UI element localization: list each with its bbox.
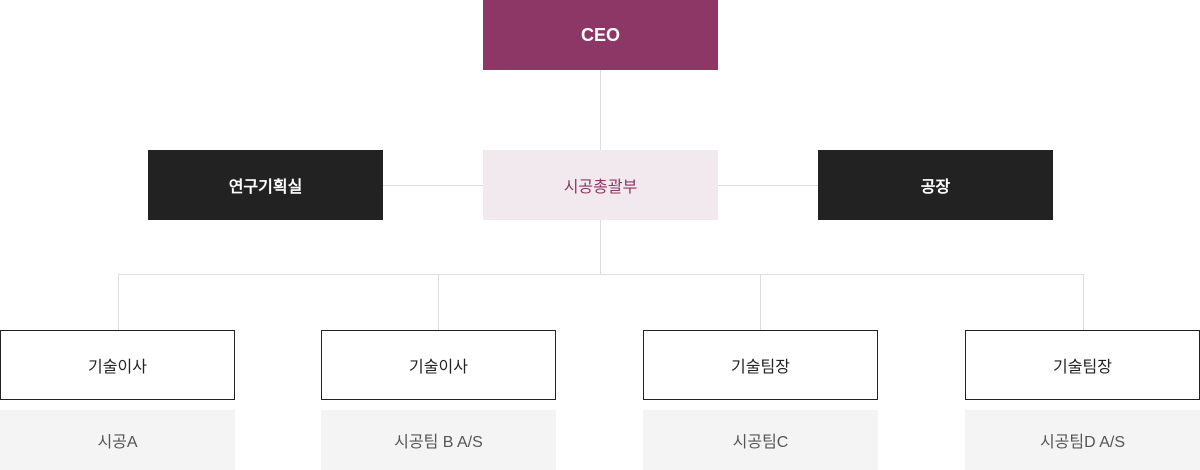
connector-line [383, 185, 483, 186]
team-node: 시공팀C [643, 410, 878, 470]
factory-node: 공장 [818, 150, 1053, 220]
role-node: 기술팀장 [643, 330, 878, 400]
construction-management-node: 시공총괄부 [483, 150, 718, 220]
team-node: 시공A [0, 410, 235, 470]
ceo-node: CEO [483, 0, 718, 70]
team-node: 시공팀D A/S [965, 410, 1200, 470]
role-node: 기술팀장 [965, 330, 1200, 400]
role-node: 기술이사 [0, 330, 235, 400]
connector-line [118, 274, 1084, 275]
connector-line [718, 185, 818, 186]
role-node: 기술이사 [321, 330, 556, 400]
connector-line [118, 274, 119, 330]
connector-line [438, 274, 439, 330]
connector-line [1083, 274, 1084, 330]
connector-line [760, 274, 761, 330]
team-node: 시공팀 B A/S [321, 410, 556, 470]
research-planning-node: 연구기획실 [148, 150, 383, 220]
